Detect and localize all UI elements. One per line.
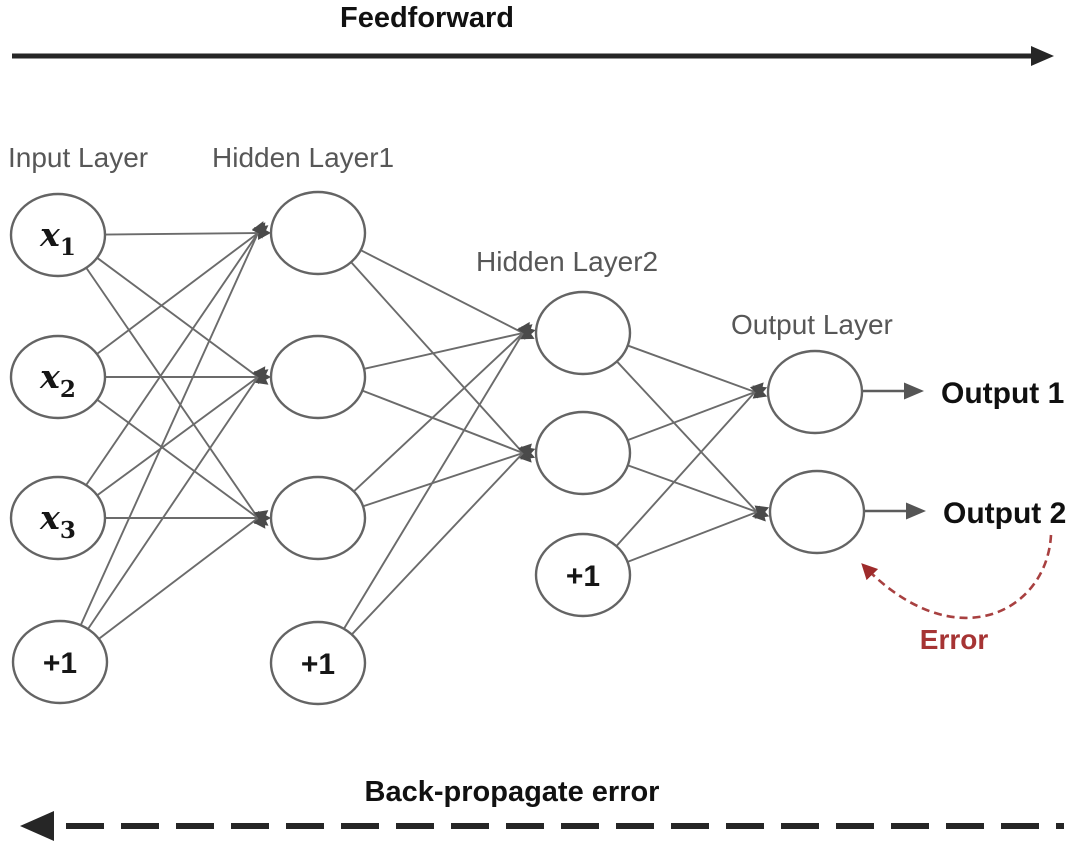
error-arc-arrow bbox=[861, 534, 1053, 620]
node-o1 bbox=[766, 349, 864, 435]
feedforward-arrowhead-icon bbox=[1031, 46, 1054, 66]
node-o2 bbox=[768, 469, 866, 555]
edge-bias-in-h1-1 bbox=[79, 221, 265, 627]
output-1-label: Output 1 bbox=[941, 377, 1064, 410]
edge-h2-1-o2 bbox=[615, 360, 766, 522]
edge-x2-h1-3 bbox=[95, 398, 269, 526]
edge-h2-1-o1 bbox=[626, 344, 768, 399]
error-label: Error bbox=[920, 624, 989, 655]
hidden-layer1-label: Hidden Layer1 bbox=[212, 142, 394, 173]
hidden-layer2-label: Hidden Layer2 bbox=[476, 246, 658, 277]
edge-x1-h1-1 bbox=[103, 226, 271, 240]
edge-x1-h1-3 bbox=[84, 266, 266, 529]
node-label-x2: x2 bbox=[39, 357, 76, 403]
node-bias-h1 bbox=[269, 620, 367, 706]
node-bias-in bbox=[11, 619, 109, 705]
node-h1-2 bbox=[269, 334, 367, 420]
edge-h1-1-h2-1 bbox=[359, 248, 535, 340]
input-layer-label: Input Layer bbox=[8, 142, 148, 173]
edge-x3-h1-2 bbox=[95, 369, 269, 497]
output-layer-label: Output Layer bbox=[731, 309, 893, 340]
edges-layer bbox=[79, 221, 770, 641]
edge-bias-h2-o2 bbox=[626, 505, 770, 564]
edge-bias-in-h1-2 bbox=[86, 366, 266, 631]
edge-h2-2-o2 bbox=[626, 464, 770, 519]
node-x2 bbox=[9, 334, 107, 420]
output-2-label: Output 2 bbox=[943, 497, 1066, 530]
node-h2-1 bbox=[534, 290, 632, 376]
edge-x1-h1-2 bbox=[95, 256, 269, 385]
output-1-row: Output 1 bbox=[863, 377, 1064, 410]
node-x3 bbox=[9, 475, 107, 561]
edge-h1-3-h2-2 bbox=[361, 446, 536, 508]
feedforward-label: Feedforward bbox=[340, 2, 514, 34]
node-label-bias-h1: +1 bbox=[301, 648, 335, 681]
output-2-row: Output 2 bbox=[865, 497, 1066, 530]
edge-bias-h2-o1 bbox=[614, 382, 764, 548]
edge-h1-2-h2-1 bbox=[362, 326, 536, 371]
edge-h2-2-o1 bbox=[626, 385, 768, 442]
edge-bias-h1-h2-1 bbox=[342, 321, 530, 631]
edge-bias-in-h1-3 bbox=[97, 510, 269, 641]
edge-h1-1-h2-2 bbox=[349, 260, 532, 463]
edge-x3-h1-1 bbox=[84, 222, 266, 487]
nodes-layer: x1 x2 x3 +1 +1 +1 bbox=[9, 190, 866, 706]
edge-h1-2-h2-2 bbox=[361, 389, 536, 460]
node-label-bias-in: +1 bbox=[43, 647, 77, 680]
node-label-x3: x3 bbox=[39, 498, 76, 544]
node-h1-1 bbox=[269, 190, 367, 276]
node-h1-3 bbox=[269, 475, 367, 561]
backpropagate-label: Back-propagate error bbox=[365, 776, 660, 808]
node-label-x1: x1 bbox=[39, 215, 76, 261]
edge-h1-3-h2-1 bbox=[352, 324, 533, 493]
edge-x2-h1-1 bbox=[95, 225, 269, 356]
node-x1 bbox=[9, 192, 107, 278]
node-bias-h2 bbox=[534, 532, 632, 618]
node-h2-2 bbox=[534, 410, 632, 496]
edge-bias-h1-h2-2 bbox=[350, 443, 532, 636]
node-label-bias-h2: +1 bbox=[566, 560, 600, 593]
backpropagate-arrowhead-icon bbox=[20, 811, 54, 841]
